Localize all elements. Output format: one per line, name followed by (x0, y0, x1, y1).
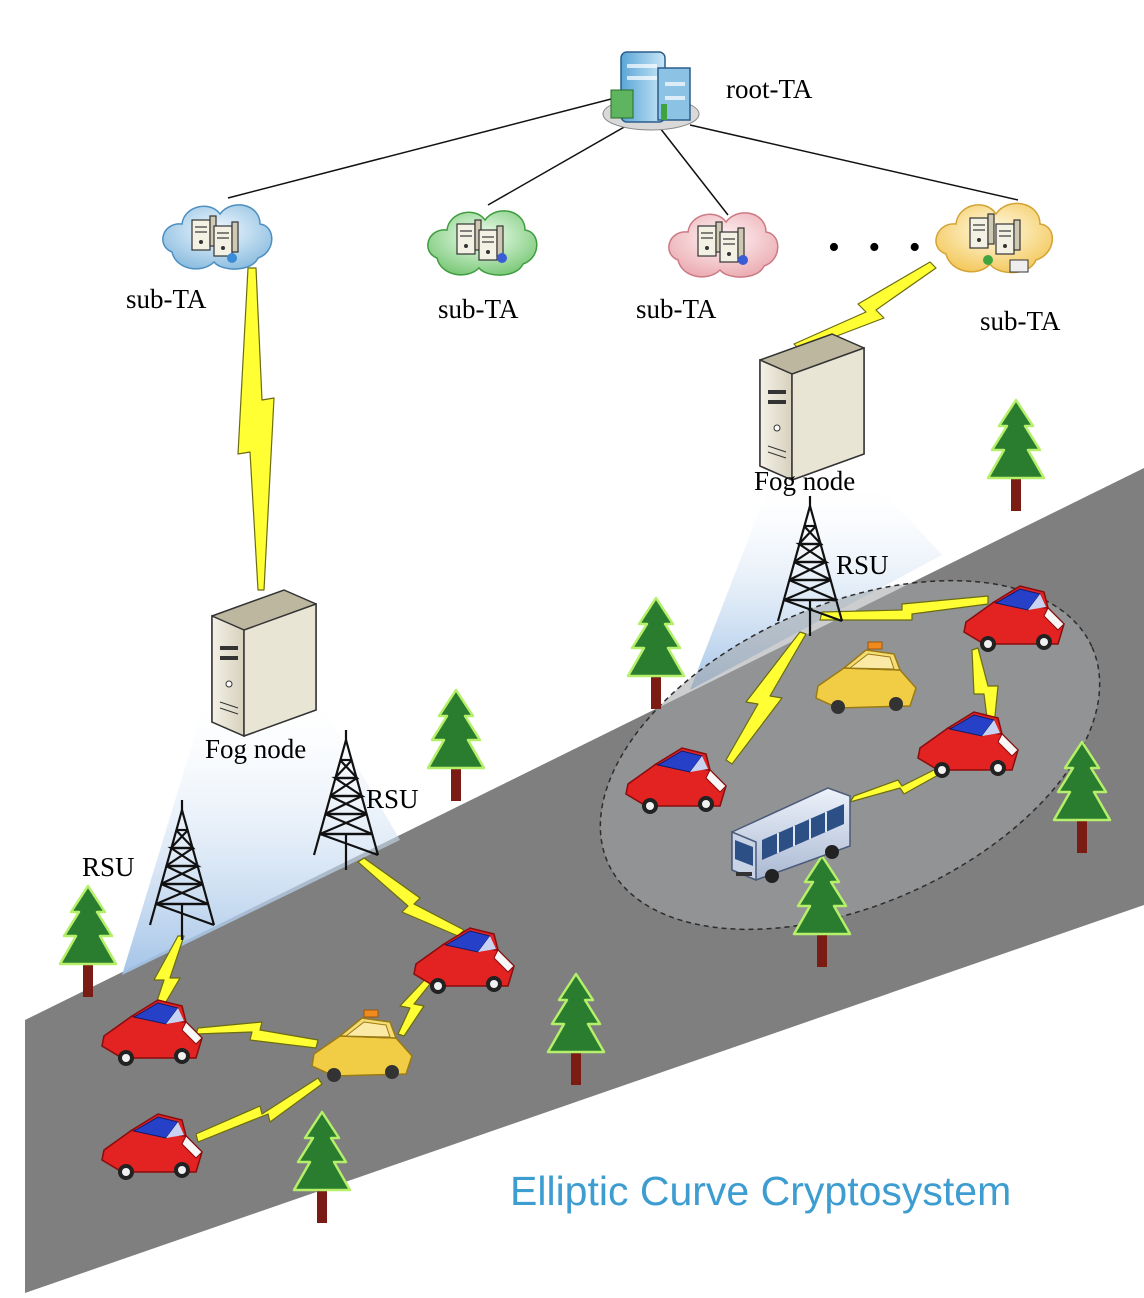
cloud-server-icon (162, 204, 273, 270)
network-links (227, 97, 1019, 216)
fog-node-label-1: Fog node (205, 734, 306, 764)
rsu-label-1: RSU (82, 852, 135, 882)
ellipsis: • • • (828, 229, 931, 266)
bus-icon (731, 787, 851, 883)
root-ta-label: root-TA (726, 74, 813, 104)
tree-icon (986, 398, 1046, 513)
sub-ta-label-2: sub-TA (438, 294, 519, 324)
sub-ta-label-3: sub-TA (636, 294, 717, 324)
wireless-link-icon (153, 261, 999, 1143)
rsu-label-2: RSU (366, 784, 419, 814)
cloud-server-icon (427, 210, 538, 276)
fog-server-icon (211, 589, 317, 738)
sub-ta-label-4: sub-TA (980, 306, 1061, 336)
caption: Elliptic Curve Cryptosystem (510, 1168, 1012, 1214)
sub-ta-label-1: sub-TA (126, 284, 207, 314)
cloud-server-icon (668, 212, 779, 278)
fog-node-label-2: Fog node (754, 466, 855, 496)
server-building-icon (602, 51, 700, 131)
rsu-label-3: RSU (836, 550, 889, 580)
cloud-server-icon (935, 202, 1054, 274)
tree-icon (426, 688, 486, 803)
fog-server-icon (759, 333, 865, 482)
coverage-area-left (122, 702, 400, 975)
